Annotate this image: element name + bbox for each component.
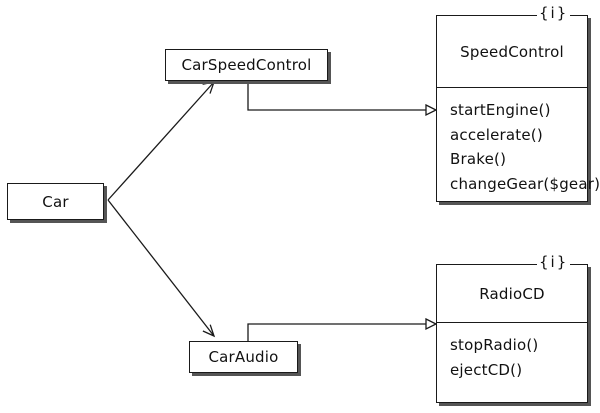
interface-speedcontrol-title: SpeedControl	[460, 42, 564, 61]
interface-speedcontrol: SpeedControl startEngine() accelerate() …	[436, 15, 600, 202]
class-car-label: Car	[42, 192, 69, 211]
class-caraudio: CarAudio	[189, 341, 298, 373]
interface-radiocd: RadioCD stopRadio() ejectCD()	[436, 264, 588, 403]
class-carspeedcontrol-label: CarSpeedControl	[181, 56, 312, 74]
method-startengine: startEngine()	[450, 101, 551, 119]
method-stopradio: stopRadio()	[450, 336, 539, 354]
edge-car-to-carspeedcontrol	[107, 81, 215, 201]
interface-speedcontrol-header: SpeedControl	[437, 16, 587, 88]
method-ejectcd: ejectCD()	[450, 360, 523, 379]
edge-caraudio-to-radiocd	[247, 317, 438, 341]
interface-radiocd-marker: {i}	[537, 253, 571, 271]
interface-radiocd-title: RadioCD	[479, 284, 545, 303]
method-changegear: changeGear($gear)	[450, 174, 600, 193]
class-carspeedcontrol: CarSpeedControl	[165, 49, 328, 81]
interface-speedcontrol-methods: startEngine() accelerate() Brake() chang…	[437, 88, 600, 196]
method-accelerate: accelerate()	[450, 125, 543, 144]
interface-speedcontrol-marker: {i}	[537, 4, 571, 22]
interface-radiocd-header: RadioCD	[437, 265, 587, 323]
interface-radiocd-methods: stopRadio() ejectCD()	[437, 323, 587, 382]
method-brake: Brake()	[450, 150, 507, 168]
edge-car-to-caraudio	[107, 199, 216, 338]
class-car: Car	[7, 183, 104, 220]
class-caraudio-label: CarAudio	[208, 348, 279, 366]
edge-carspeedcontrol-to-speedcontrol	[247, 82, 438, 117]
